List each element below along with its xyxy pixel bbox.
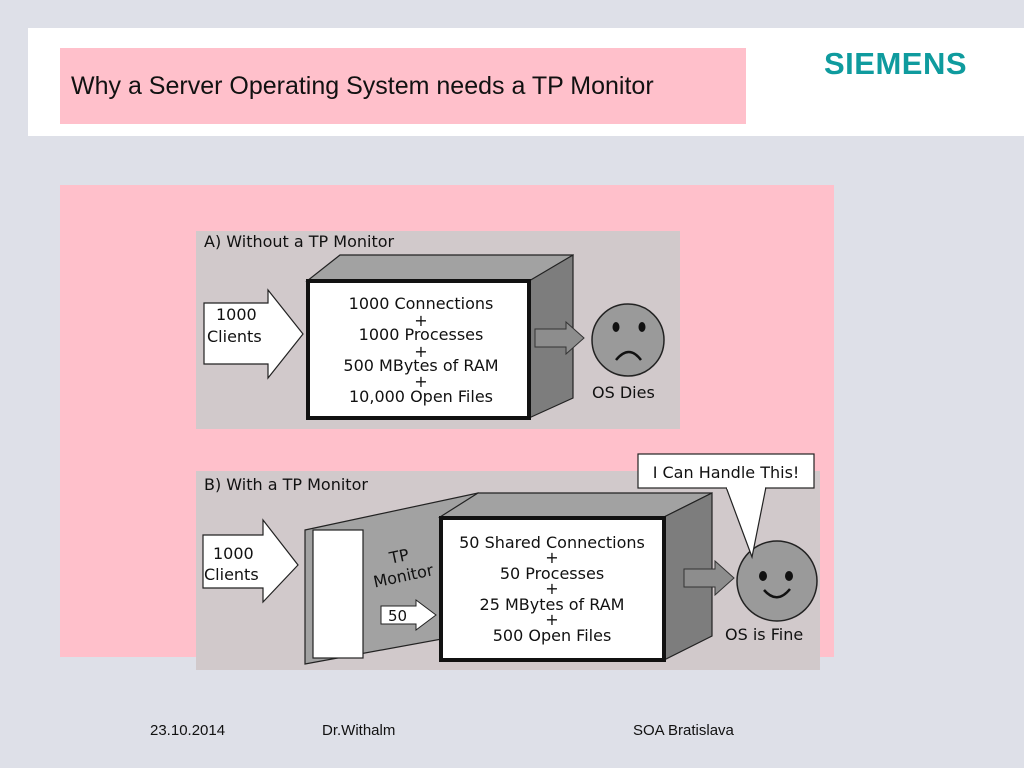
svg-text:500 MBytes of RAM: 500 MBytes of RAM [343,356,498,375]
svg-text:500 Open Files: 500 Open Files [493,626,612,645]
svg-text:+: + [545,610,558,629]
part-b-resource-list: 50 Shared Connections + 50 Processes + 2… [459,533,645,645]
part-b-panel: B) With a TP Monitor 1000 Clients TP Mon… [196,453,820,670]
svg-text:50 Processes: 50 Processes [500,564,604,583]
svg-text:TP: TP [387,545,411,568]
part-a-heading: A) Without a TP Monitor [204,232,395,251]
svg-text:25 MBytes of RAM: 25 MBytes of RAM [480,595,625,614]
svg-text:+: + [545,579,558,598]
part-a-clients-label: 1000 Clients [207,305,262,346]
part-b-clients-label: 1000 Clients [204,544,259,584]
part-a-server-box-top [305,254,574,282]
svg-text:+: + [414,372,427,391]
slide-title-text: Why a Server Operating System needs a TP… [71,71,654,100]
svg-text:1000 Connections: 1000 Connections [349,294,494,313]
tp-monitor-door [312,529,364,659]
part-b-clients-arrow [202,518,299,604]
slide-title: Why a Server Operating System needs a TP… [60,48,746,124]
svg-text:50 Shared Connections: 50 Shared Connections [459,533,645,552]
part-b-heading: B) With a TP Monitor [204,475,368,494]
svg-text:+: + [414,342,427,361]
part-b-server-box-front [439,516,666,662]
happy-face-icon [736,540,818,622]
speech-bubble [637,453,815,489]
part-a-outcome-arrow [534,320,585,356]
svg-text:1000 Processes: 1000 Processes [359,325,484,344]
footer-author: Dr.Withalm [322,722,396,739]
part-a-clients-arrow [203,288,304,380]
footer-date: 23.10.2014 [150,722,226,739]
part-a-server-box-front [306,279,531,420]
svg-text:10,000 Open Files: 10,000 Open Files [349,387,493,406]
footer-event: SOA Bratislava [633,722,734,739]
tp-monitor-count: 50 [388,607,407,625]
svg-text:+: + [545,548,558,567]
siemens-logo: SIEMENS [824,46,968,81]
part-a-result-label: OS Dies [592,383,655,402]
part-b-outcome-arrow [683,559,735,597]
speech-bubble-text: I Can Handle This! [653,463,800,482]
part-a-resource-list: 1000 Connections + 1000 Processes + 500 … [343,294,498,406]
tp-monitor-count-arrow [380,599,437,631]
part-a-panel: A) Without a TP Monitor 1000 Clients 100… [196,231,680,429]
sad-face-icon [591,303,665,377]
svg-text:+: + [414,311,427,330]
part-b-result-label: OS is Fine [725,625,803,644]
